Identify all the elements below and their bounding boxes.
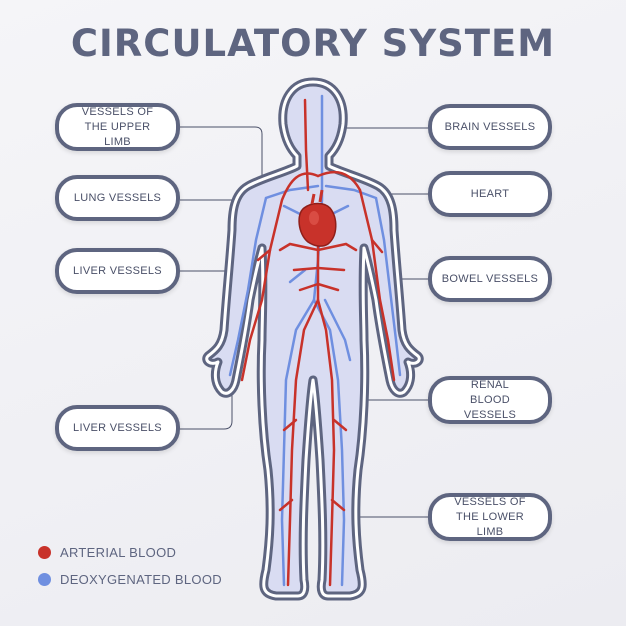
legend-label: DEOXYGENATED BLOOD bbox=[60, 572, 222, 587]
label-liver-vessels-lower: LIVER VESSELS bbox=[55, 405, 180, 451]
legend-arterial: ARTERIAL BLOOD bbox=[38, 545, 176, 560]
label-lung-vessels: LUNG VESSELS bbox=[55, 175, 180, 221]
vein-network bbox=[228, 94, 402, 587]
label-liver-vessels: LIVER VESSELS bbox=[55, 248, 180, 294]
label-renal-blood-vessels: RENAL BLOOD VESSELS bbox=[428, 376, 552, 424]
heart-icon bbox=[298, 189, 337, 247]
label-heart: HEART bbox=[428, 171, 552, 217]
artery-network bbox=[240, 98, 396, 587]
label-brain-vessels: BRAIN VESSELS bbox=[428, 104, 552, 150]
label-bowel-vessels: BOWEL VESSELS bbox=[428, 256, 552, 302]
label-vessels-lower-limb: VESSELS OF THE LOWER LIMB bbox=[428, 493, 552, 541]
arterial-dot-icon bbox=[38, 546, 51, 559]
page-title: CIRCULATORY SYSTEM bbox=[70, 22, 556, 65]
label-vessels-upper-limb: VESSELS OF THE UPPER LIMB bbox=[55, 103, 180, 151]
legend-deoxygenated: DEOXYGENATED BLOOD bbox=[38, 572, 222, 587]
deoxygenated-dot-icon bbox=[38, 573, 51, 586]
legend-label: ARTERIAL BLOOD bbox=[60, 545, 177, 560]
